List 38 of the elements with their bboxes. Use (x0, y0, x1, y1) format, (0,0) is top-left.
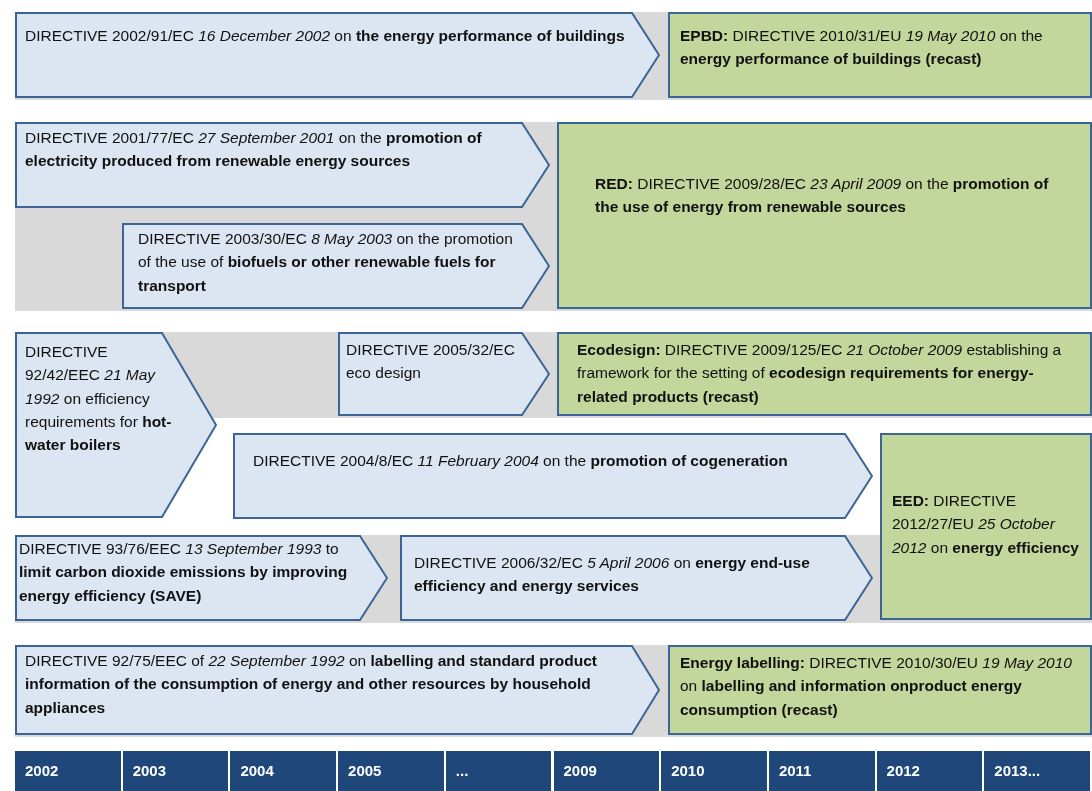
directive-banner (15, 12, 660, 98)
directive-banner (15, 332, 217, 518)
directive-text: DIRECTIVE 93/76/EEC 13 September 1993 to limit carbon dioxide emissions by improving energy efficiency (SAVE) (19, 539, 349, 606)
directive-banner (233, 433, 873, 519)
directive-text: DIRECTIVE 2002/91/EC 16 December 2002 on the energy performance of buildings (25, 26, 625, 46)
directive-banner (15, 535, 388, 621)
directive-box (557, 122, 1092, 309)
year-header: 2005 (338, 751, 446, 791)
directive-text: DIRECTIVE 92/75/EEC of 22 September 1992 on labelling and standard product information of the consumption of energy and other resources by household appliances (25, 651, 598, 718)
year-header: 2003 (122, 751, 231, 791)
directive-text: DIRECTIVE 2006/32/EC 5 April 2006 on energy end-use efficiency and energy services (414, 553, 811, 597)
directive-banner (15, 645, 660, 735)
year-header: ... (445, 751, 554, 791)
year-header: 2004 (230, 751, 339, 791)
directive-text: EED: DIRECTIVE 2012/27/EU 25 October 2012 on energy efficiency (892, 491, 1080, 558)
directive-box (668, 12, 1092, 98)
directive-text: DIRECTIVE 2001/77/EC 27 September 2001 on the promotion of electricity produced from renewable energy sources (25, 128, 483, 172)
year-header: 2010 (661, 751, 769, 791)
year-header: 2002 (15, 751, 123, 791)
directive-text: DIRECTIVE 2004/8/EC 11 February 2004 on the promotion of cogeneration (253, 451, 789, 471)
year-header: 2013... (984, 751, 1092, 791)
year-header: 2012 (876, 751, 985, 791)
directive-banner (15, 122, 550, 208)
year-header: 2011 (768, 751, 877, 791)
directive-text: Energy labelling: DIRECTIVE 2010/30/EU 19 May 2010 on labelling and information onproduct energy consumption (recast) (680, 653, 1073, 720)
directive-box (880, 433, 1092, 620)
directive-banner (122, 223, 550, 309)
directive-banner (338, 332, 550, 416)
directive-text: EPBD: DIRECTIVE 2010/31/EU 19 May 2010 on the energy performance of buildings (recast) (680, 26, 1044, 70)
directive-text: DIRECTIVE 2003/30/EC 8 May 2003 on the promotion of the use of biofuels or other renewable fuels for transport (138, 229, 514, 296)
directive-text: DIRECTIVE 92/42/EEC 21 May 1992 on efficiency requirements for hot-water boilers (25, 342, 173, 455)
directive-text: DIRECTIVE 2005/32/EC eco design (346, 340, 516, 384)
year-header: 2009 (553, 751, 662, 791)
directive-banner (400, 535, 873, 621)
directive-text: Ecodesign: DIRECTIVE 2009/125/EC 21 October 2009 establishing a framework for the setting of ecodesign requirements for energy-related products (recast) (577, 340, 1063, 407)
directive-box (668, 645, 1092, 735)
directive-box (557, 332, 1092, 416)
directive-text: RED: DIRECTIVE 2009/28/EC 23 April 2009 on the promotion of the use of energy from renewable sources (595, 174, 1050, 218)
